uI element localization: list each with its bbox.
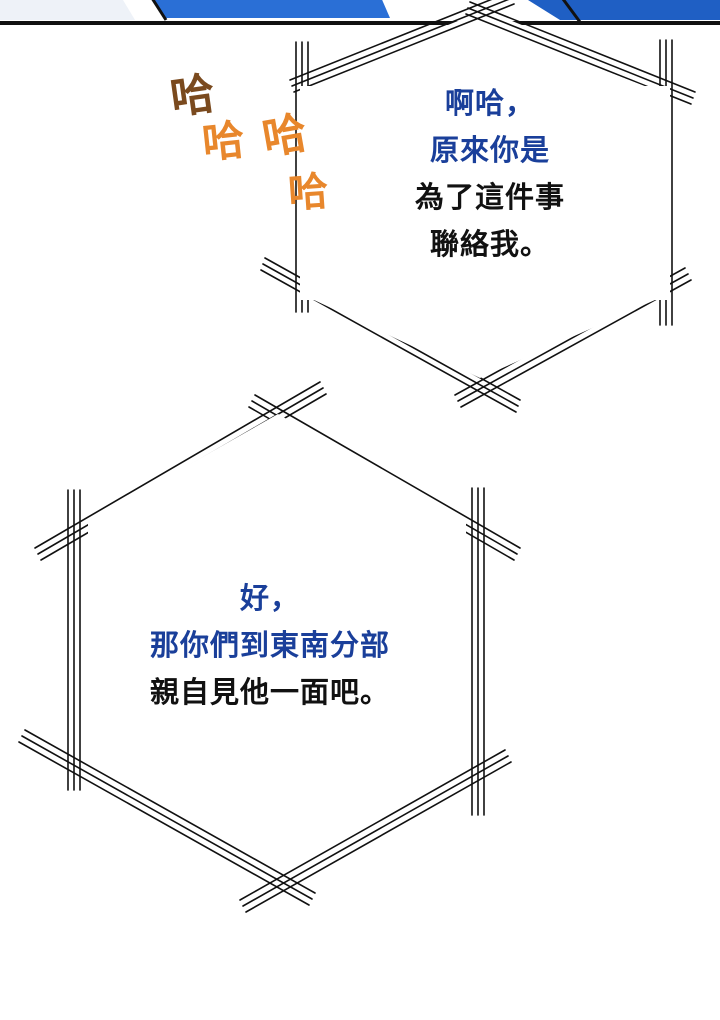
bubble-2-line-3: 親自見他一面吧。 <box>149 675 390 709</box>
bubble-1-text: 啊哈， 原來你是 為了這件事 聯絡我。 <box>330 80 650 268</box>
bubble-2-text: 好， 那你們到東南分部 親自見他一面吧。 <box>90 575 450 716</box>
bubble-1-line-3: 為了這件事 <box>414 180 565 214</box>
bubble-1-line-2: 原來你是 <box>429 133 550 167</box>
bubble-2-line-2: 那你們到東南分部 <box>149 628 390 662</box>
hexagon-bubble-2 <box>18 381 521 913</box>
sfx-char-3: 哈 <box>258 107 309 166</box>
sfx-char-2: 哈 <box>199 115 245 168</box>
sfx-char-4: 哈 <box>286 168 328 218</box>
bubble-1-line-1: 啊哈， <box>444 86 535 120</box>
hexagon-bubble-1 <box>260 0 696 413</box>
bubble-1-line-4: 聯絡我。 <box>429 227 550 261</box>
bubble-2-line-1: 好， <box>239 581 300 615</box>
top-panel-edge <box>0 0 720 25</box>
